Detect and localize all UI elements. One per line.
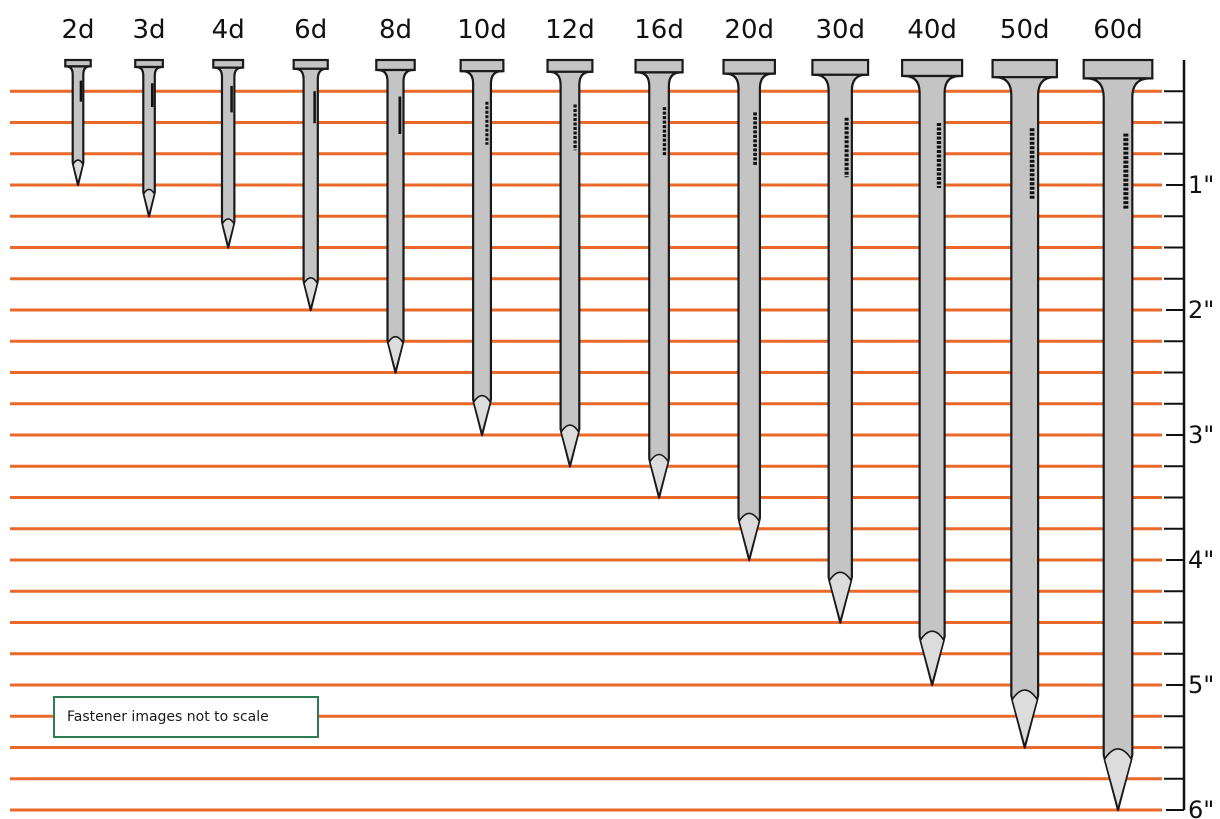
ruler-inch-label: 6" — [1188, 796, 1214, 819]
nail-size-label: 8d — [379, 15, 412, 45]
nail-size-label: 10d — [457, 15, 507, 45]
nail-10d — [459, 58, 505, 438]
nail-head — [459, 58, 505, 73]
nail-head — [212, 58, 245, 69]
nails — [64, 58, 1154, 813]
nail-4d — [212, 58, 245, 250]
guide-lines — [10, 89, 1162, 812]
nail-size-label: 50d — [1000, 15, 1050, 45]
nail-shank — [1085, 77, 1151, 812]
nail-30d — [811, 58, 870, 625]
nail-head — [901, 58, 964, 78]
nail-3d — [134, 58, 164, 218]
scale-note: Fastener images not to scale — [53, 696, 319, 738]
nail-size-label: 2d — [61, 15, 94, 45]
nail-shank — [994, 76, 1056, 749]
nail-head — [722, 58, 776, 75]
nail-12d — [546, 58, 594, 469]
ruler-inch-label: 3" — [1188, 421, 1214, 449]
nail-tip-facet — [142, 188, 156, 216]
nail-tip-facet — [472, 394, 492, 438]
nail-40d — [901, 58, 964, 688]
nail-16d — [634, 58, 684, 500]
nail-tip-facet — [303, 277, 319, 313]
nail-size-label: 20d — [724, 15, 774, 45]
nail-shank — [724, 72, 774, 562]
nail-size-label: 4d — [212, 15, 245, 45]
nail-6d — [292, 58, 329, 313]
nail-shank — [376, 68, 415, 374]
nail-tip-facet — [560, 424, 580, 469]
nail-tip-facet — [387, 335, 404, 375]
nail-2d — [64, 58, 92, 187]
nail-50d — [991, 58, 1058, 750]
nail-tip-facet — [919, 630, 945, 688]
nail-shank — [461, 70, 503, 437]
nail-60d — [1082, 58, 1154, 813]
nail-tip-facet — [828, 571, 853, 625]
nail-size-label: 16d — [634, 15, 684, 45]
nail-size-label: 3d — [133, 15, 166, 45]
nail-head — [811, 58, 870, 76]
ruler-inch-label: 4" — [1188, 546, 1214, 574]
nail-8d — [375, 58, 416, 375]
inch-ruler: 1" 2" 3" 4" 5" 6" — [1164, 60, 1214, 819]
nail-head — [1082, 58, 1154, 80]
nail-size-label: 40d — [907, 15, 957, 45]
nail-size-label: 6d — [294, 15, 327, 45]
scale-note-text: Fastener images not to scale — [67, 709, 269, 725]
nail-size-label: 12d — [545, 15, 595, 45]
nail-shank — [293, 67, 328, 312]
nail-tip-facet — [738, 512, 761, 563]
nail-shank — [813, 73, 867, 624]
nail-tip-facet — [1011, 689, 1039, 750]
nail-size-label: 60d — [1093, 15, 1143, 45]
nail-shank — [548, 70, 592, 468]
nail-tip-facet — [1103, 748, 1133, 813]
nail-head — [634, 58, 684, 74]
nail-size-label: 30d — [815, 15, 865, 45]
ruler-inch-label: 2" — [1188, 296, 1214, 324]
ruler-inch-label: 1" — [1188, 171, 1214, 199]
nail-head — [546, 58, 594, 73]
nail-head — [292, 58, 329, 70]
nail-labels: 2d 3d 4d 6d 8d 10d 12d 16d 20d 30d 40d 50d 60d — [61, 15, 1142, 45]
nail-head — [991, 58, 1058, 79]
nail-head — [375, 58, 416, 72]
nail-tip-facet — [221, 218, 235, 250]
nail-tip-facet — [648, 453, 670, 500]
nail-20d — [722, 58, 776, 563]
nail-shank — [903, 74, 961, 687]
ruler-inch-label: 5" — [1188, 671, 1214, 699]
nail-tip-facet — [72, 159, 84, 185]
